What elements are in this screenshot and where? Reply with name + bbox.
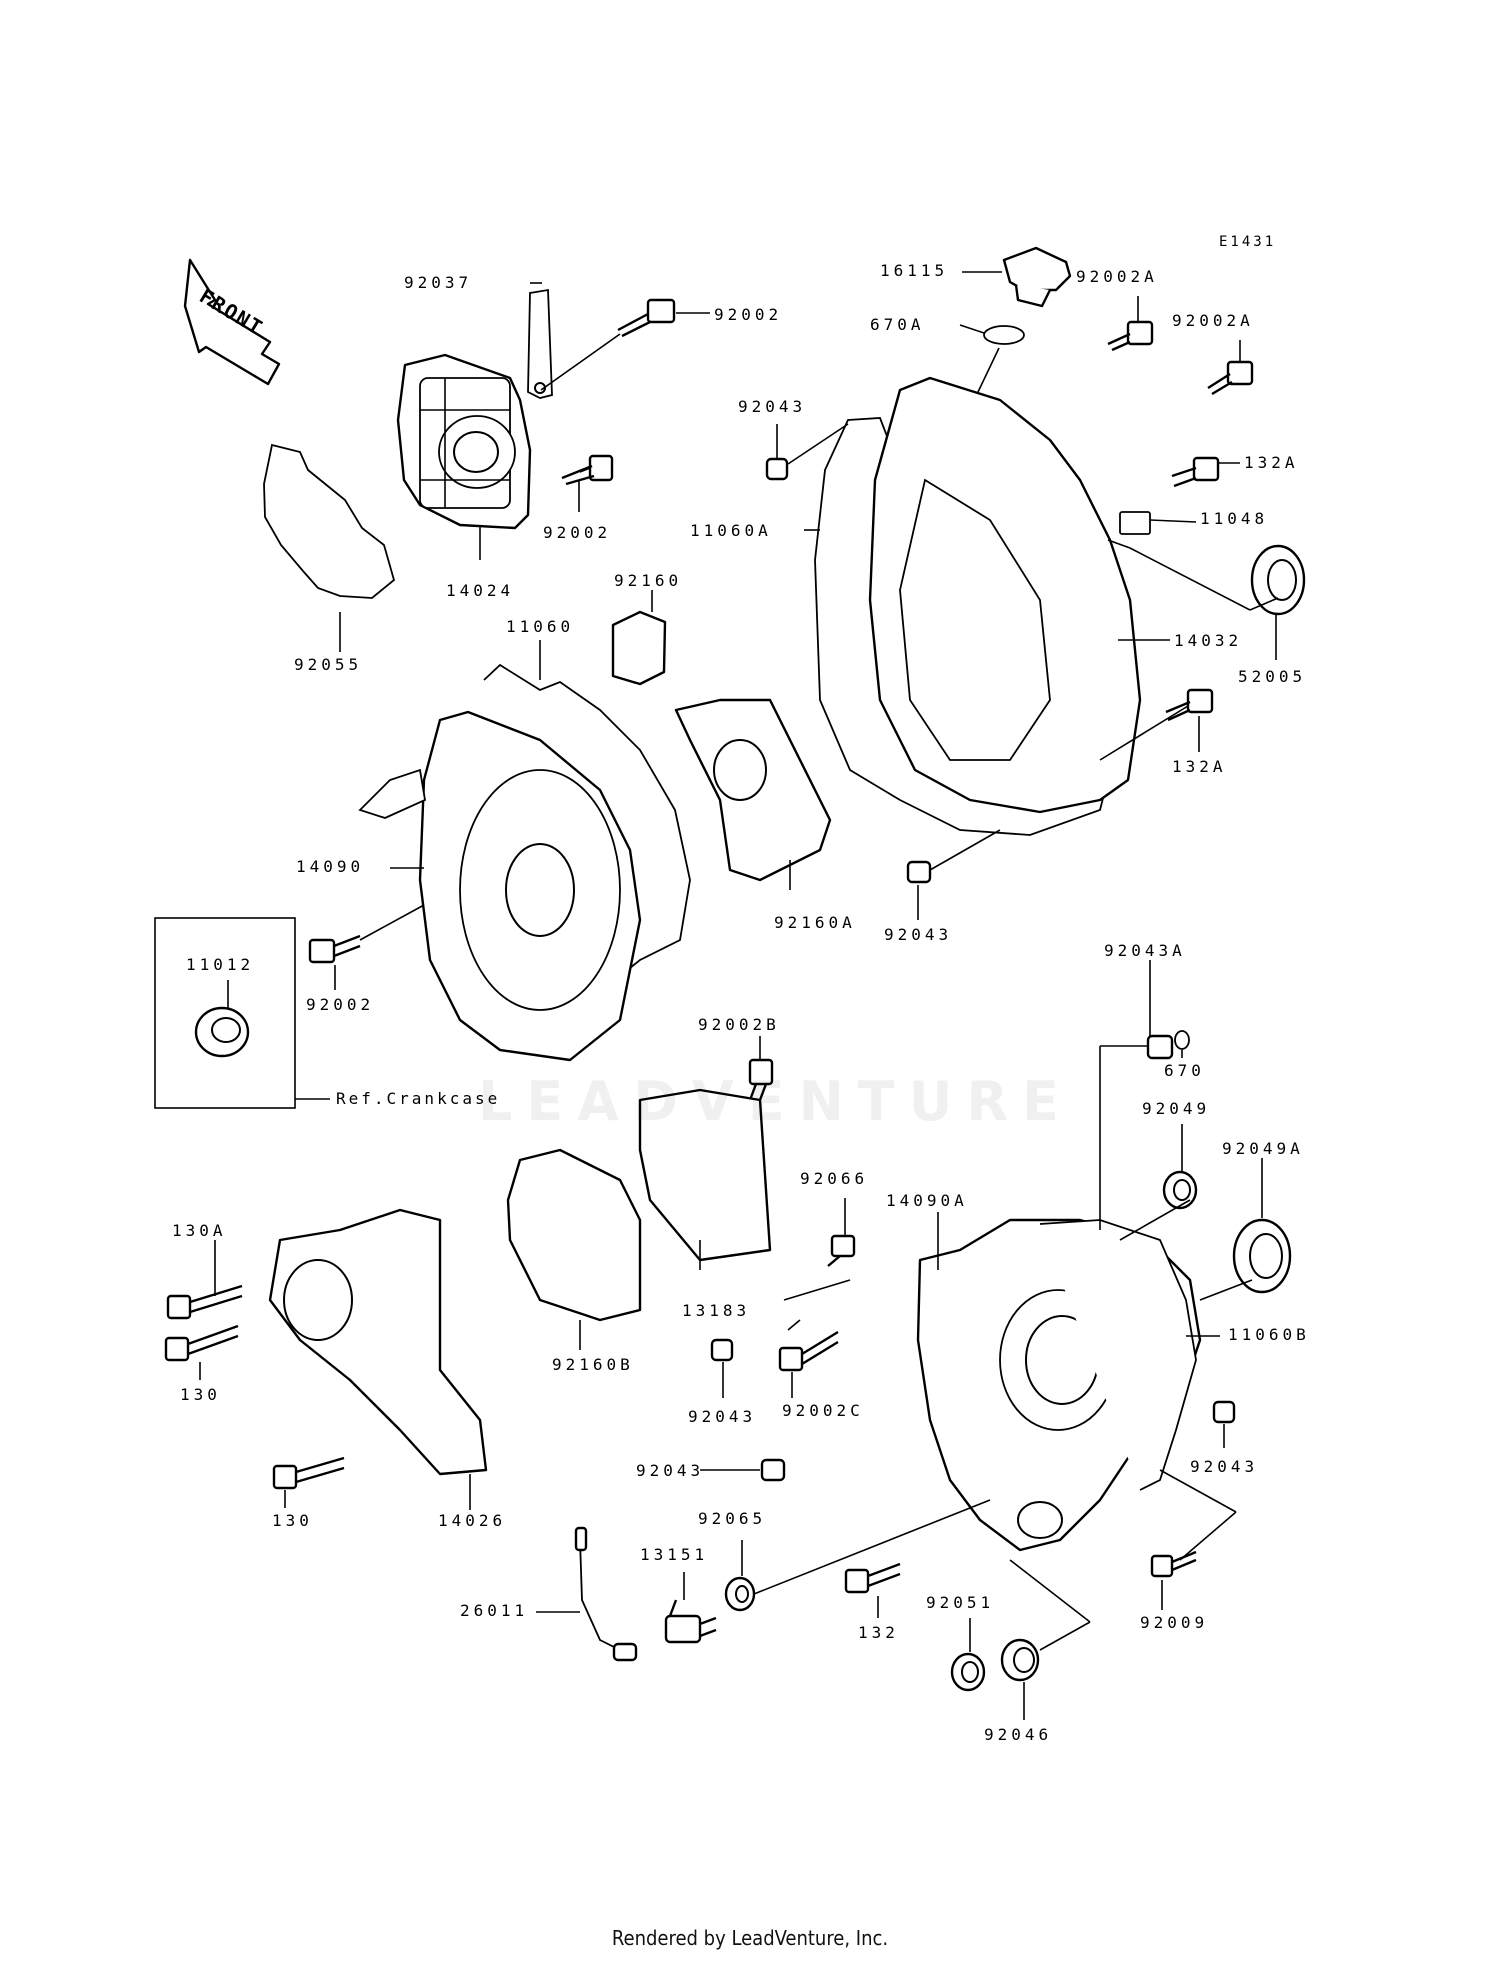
bolt-130-2 xyxy=(272,1456,345,1490)
bolt-92002-low xyxy=(308,934,361,964)
seal-52005 xyxy=(1250,544,1306,616)
bolt-92066 xyxy=(827,1234,856,1267)
label-92043-d: 92043 xyxy=(636,1461,705,1480)
label-92049a: 92049A xyxy=(1222,1139,1304,1158)
label-92002c: 92002C xyxy=(782,1401,864,1420)
label-14090a: 14090A xyxy=(886,1191,968,1210)
dowel-92043-e xyxy=(1212,1400,1236,1424)
label-13151: 13151 xyxy=(640,1545,709,1564)
bolt-132 xyxy=(844,1562,901,1594)
label-92043-mid: 92043 xyxy=(884,925,953,944)
seal-11012 xyxy=(194,1006,250,1058)
label-92046: 92046 xyxy=(984,1725,1053,1744)
screw-92009 xyxy=(1150,1550,1197,1578)
label-52005: 52005 xyxy=(1238,667,1307,686)
label-132a-2: 132A xyxy=(1172,757,1227,776)
cover-14024 xyxy=(396,353,532,530)
label-92160a: 92160A xyxy=(774,913,856,932)
label-92002-low: 92002 xyxy=(306,995,375,1014)
label-92160: 92160 xyxy=(614,571,683,590)
front-arrow: FRONT xyxy=(183,258,281,386)
damper-92160b xyxy=(506,1148,642,1322)
label-92043-top: 92043 xyxy=(738,397,807,416)
oil-cap-16115 xyxy=(1002,246,1072,308)
seal-92049a xyxy=(1232,1218,1292,1294)
oring-670a xyxy=(983,325,1025,345)
dowel-92043-c xyxy=(710,1338,734,1362)
label-13183: 13183 xyxy=(682,1301,751,1320)
label-11060a: 11060A xyxy=(690,521,772,540)
seal-92051 xyxy=(950,1652,986,1692)
label-14032: 14032 xyxy=(1174,631,1243,650)
label-92002b: 92002B xyxy=(698,1015,780,1034)
bearing-92046 xyxy=(1000,1638,1040,1682)
bolt-132a-2 xyxy=(1165,688,1214,722)
label-92002-mid: 92002 xyxy=(543,523,612,542)
label-132a-1: 132A xyxy=(1244,453,1299,472)
bolt-92002-top xyxy=(617,298,676,338)
bolt-92002a-2 xyxy=(1207,360,1254,396)
clamp-11048 xyxy=(1119,511,1151,535)
bolt-92002a-1 xyxy=(1107,320,1154,352)
plate-92037 xyxy=(527,288,553,399)
label-92002a-2: 92002A xyxy=(1172,311,1254,330)
label-26011: 26011 xyxy=(460,1601,529,1620)
washer-92065 xyxy=(724,1576,756,1612)
label-14024: 14024 xyxy=(446,581,515,600)
label-130-1: 130 xyxy=(180,1385,221,1404)
label-11012: 11012 xyxy=(186,955,255,974)
label-670a: 670A xyxy=(870,315,925,334)
label-670: 670 xyxy=(1164,1061,1205,1080)
label-92043a: 92043A xyxy=(1104,941,1186,960)
label-130-2: 130 xyxy=(272,1511,313,1530)
cover-14026 xyxy=(268,1208,488,1476)
dowel-92043-d xyxy=(760,1458,786,1482)
dowel-92043a xyxy=(1146,1034,1174,1060)
label-92066: 92066 xyxy=(800,1169,869,1188)
switch-13151 xyxy=(664,1599,717,1644)
label-92051: 92051 xyxy=(926,1593,995,1612)
bolt-92002b xyxy=(748,1058,774,1101)
lead-26011 xyxy=(574,1526,638,1662)
label-ref-crankcase: Ref.Crankcase xyxy=(336,1089,501,1108)
diagram-code: E1431 xyxy=(1219,234,1277,250)
label-132: 132 xyxy=(858,1623,899,1642)
gasket-92055 xyxy=(263,443,396,599)
leader-lines xyxy=(199,271,1279,1720)
damper-92160 xyxy=(611,610,667,686)
seal-92049 xyxy=(1162,1170,1198,1210)
label-14026: 14026 xyxy=(438,1511,507,1530)
label-92160b: 92160B xyxy=(552,1355,634,1374)
label-92065: 92065 xyxy=(698,1509,767,1528)
label-92043-e: 92043 xyxy=(1190,1457,1259,1476)
label-92009: 92009 xyxy=(1140,1613,1209,1632)
label-92055: 92055 xyxy=(294,655,363,674)
label-14090: 14090 xyxy=(296,857,365,876)
label-16115: 16115 xyxy=(880,261,949,280)
label-130a: 130A xyxy=(172,1221,227,1240)
footer-rendered-by: Rendered by LeadVenture, Inc. xyxy=(611,1926,889,1950)
bolt-92002c xyxy=(778,1330,839,1372)
label-11060: 11060 xyxy=(506,617,575,636)
oring-670 xyxy=(1174,1030,1190,1050)
cover-14032 xyxy=(868,376,1142,814)
bolt-132a-1 xyxy=(1171,456,1220,488)
label-11060b: 11060B xyxy=(1228,1325,1310,1344)
bolt-130a xyxy=(166,1284,243,1320)
watermark: LEADVENTURE xyxy=(478,1070,1073,1133)
bolt-130-1 xyxy=(164,1324,239,1362)
label-92037: 92037 xyxy=(404,273,473,292)
label-92049: 92049 xyxy=(1142,1099,1211,1118)
cover-14090 xyxy=(358,710,642,1062)
dowel-92043-top xyxy=(765,457,789,481)
dowel-92043-mid xyxy=(906,860,932,884)
label-92002-top: 92002 xyxy=(714,305,783,324)
label-11048: 11048 xyxy=(1200,509,1269,528)
label-92043-c: 92043 xyxy=(688,1407,757,1426)
label-92002a-1: 92002A xyxy=(1076,267,1158,286)
ref-box xyxy=(154,917,296,1109)
cover-13183 xyxy=(638,1088,772,1262)
